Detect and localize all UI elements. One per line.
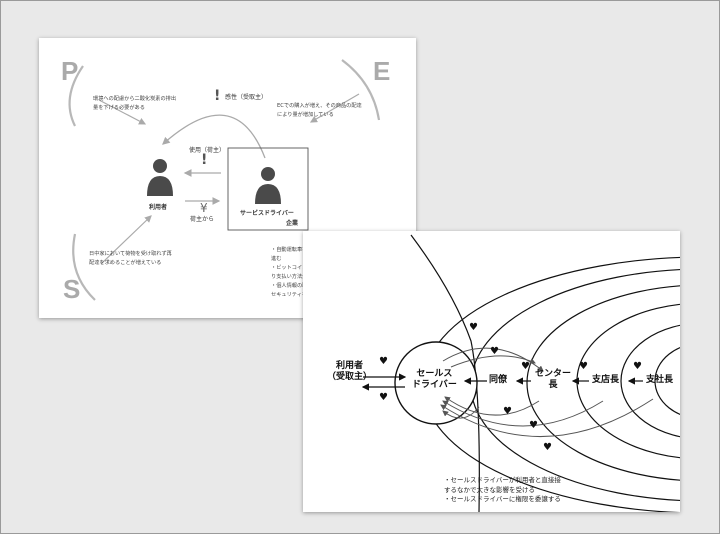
e-arrow bbox=[309, 93, 360, 123]
influence-arc-6 bbox=[442, 406, 480, 419]
letter-p: P bbox=[61, 56, 79, 86]
heart-icon: ♥ bbox=[490, 346, 499, 357]
heart-icon: ♥ bbox=[379, 356, 388, 367]
colleague-node: 同僚 bbox=[489, 375, 508, 385]
driver-person-icon bbox=[255, 167, 281, 204]
letter-e: E bbox=[373, 56, 391, 86]
heart-icon: ♥ bbox=[633, 361, 642, 372]
pest-slide: P E S T 環境への配慮から二酸化炭素の排出 量を下げる必要がある ECでの… bbox=[39, 38, 416, 318]
ring-1 bbox=[620, 324, 680, 438]
nimotsu-label: 荷主から bbox=[190, 216, 215, 223]
left-edge-arc bbox=[410, 234, 480, 512]
yen-icon: ¥ bbox=[200, 201, 208, 215]
org-slide: 利用者 （受取主） セールス ドライバー 同僚 センター 長 支店長 支社長 ♥… bbox=[303, 231, 680, 512]
e-arc bbox=[341, 59, 381, 121]
company-box bbox=[227, 147, 309, 231]
user-label: 利用者 bbox=[149, 204, 168, 211]
shiyou-label: 使用（荷主） bbox=[189, 147, 226, 154]
p-arc bbox=[68, 65, 84, 127]
company-label: 企業 bbox=[286, 220, 299, 227]
heart-icon: ♥ bbox=[469, 322, 478, 333]
driver-circle bbox=[394, 341, 478, 425]
driver-label: サービスドライバー bbox=[240, 210, 294, 217]
ring-3 bbox=[526, 285, 680, 481]
shiyou-exclaim: ! bbox=[201, 152, 208, 168]
org-notes: ・セールスドライバーが利用者と直接接 するなかで大きな影響を受ける ・セールスド… bbox=[444, 476, 561, 503]
influence-arc-3 bbox=[444, 396, 540, 416]
letter-s: S bbox=[63, 274, 81, 304]
heart-icon: ♥ bbox=[503, 406, 512, 417]
kansha-exclaim: ! bbox=[214, 88, 221, 104]
e-note: ECでの購入が増え、その商品の配達 により量が増加している bbox=[277, 103, 362, 118]
heart-icon: ♥ bbox=[543, 442, 552, 453]
president-node: 支社長 bbox=[646, 375, 674, 385]
influence-arc-4 bbox=[442, 400, 604, 427]
branch-head-node: 支店長 bbox=[592, 375, 620, 385]
heart-icon: ♥ bbox=[521, 361, 530, 372]
p-note: 環境への配慮から二酸化炭素の排出 量を下げる必要がある bbox=[93, 96, 177, 111]
driver-node: セールス ドライバー bbox=[412, 369, 457, 390]
s-arc bbox=[72, 233, 96, 301]
kansha-label: 感性（受取主） bbox=[225, 94, 268, 101]
ring-inner bbox=[654, 347, 680, 415]
center-head-node: センター 長 bbox=[535, 369, 572, 390]
influence-arc-2 bbox=[450, 355, 536, 368]
heart-icon: ♥ bbox=[579, 361, 588, 372]
user-node: 利用者 （受取主） bbox=[327, 361, 373, 382]
s-arrow bbox=[100, 215, 152, 265]
org-diagram-lines bbox=[361, 234, 680, 512]
user-person-icon bbox=[147, 159, 173, 196]
heart-icon: ♥ bbox=[529, 420, 538, 431]
kansha-arc bbox=[162, 114, 266, 159]
s-note: 日中家において荷物を受け取れず再 配達を求めることが増えている bbox=[89, 251, 172, 266]
heart-icon: ♥ bbox=[379, 392, 388, 403]
influence-arc-5 bbox=[440, 398, 654, 437]
p-arrow bbox=[98, 99, 147, 125]
